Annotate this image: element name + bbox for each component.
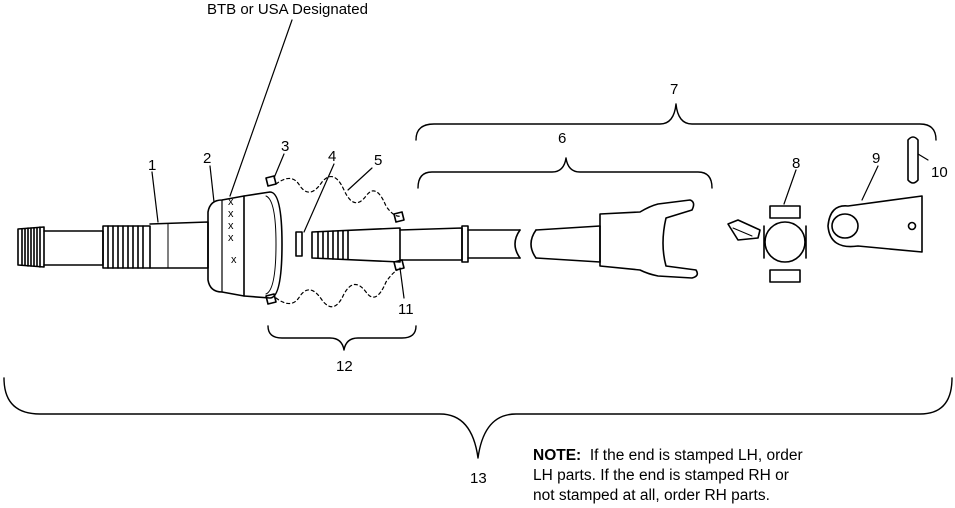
stamp-mark: x bbox=[228, 232, 234, 244]
stamp-mark: x bbox=[228, 220, 234, 232]
part-11-clamp bbox=[393, 211, 405, 271]
callout-11: 11 bbox=[398, 301, 414, 318]
part-6-yoke bbox=[599, 199, 699, 279]
stamp-mark: x bbox=[228, 196, 234, 208]
callout-8: 8 bbox=[792, 155, 800, 172]
part-9-yoke bbox=[827, 195, 923, 253]
callout-1: 1 bbox=[148, 157, 156, 174]
callout-7: 7 bbox=[670, 81, 678, 98]
callout-labels: BTB or USA Designated 1 2 3 4 5 6 7 8 9 … bbox=[148, 1, 948, 487]
stamp-mark: x bbox=[228, 208, 234, 220]
callout-5: 5 bbox=[374, 152, 382, 169]
callout-13: 13 bbox=[470, 470, 487, 487]
note-text-1: If the end is stamped LH, order bbox=[589, 447, 803, 464]
note-line-2: LH parts. If the end is stamped RH or bbox=[533, 467, 789, 484]
part-1-stub-shaft bbox=[17, 221, 209, 269]
leader-lines bbox=[151, 19, 929, 299]
stamp-marks: x x x x x bbox=[228, 196, 237, 266]
note-block: NOTE: If the end is stamped LH, order LH… bbox=[533, 446, 948, 506]
brackets bbox=[3, 103, 953, 459]
note-line-1: NOTE: If the end is stamped LH, order bbox=[533, 446, 948, 466]
part-10-roll-pin bbox=[907, 136, 919, 184]
callout-6: 6 bbox=[558, 130, 566, 147]
note-label: NOTE: bbox=[533, 447, 582, 464]
part-5-boot bbox=[275, 175, 403, 308]
stamp-mark: x bbox=[231, 254, 237, 266]
callout-2: 2 bbox=[203, 150, 211, 167]
part-2-cv-housing: x x x x x bbox=[207, 191, 283, 299]
callout-12: 12 bbox=[336, 358, 353, 375]
callout-4: 4 bbox=[328, 148, 336, 165]
part-4-snap-ring bbox=[295, 231, 303, 257]
inner-splined-shaft bbox=[311, 225, 601, 263]
part-8-u-joint bbox=[727, 205, 807, 283]
designation-label: BTB or USA Designated bbox=[207, 1, 368, 18]
callout-3: 3 bbox=[281, 138, 289, 155]
callout-9: 9 bbox=[872, 150, 880, 167]
callout-10: 10 bbox=[931, 164, 948, 181]
note-line-3: not stamped at all, order RH parts. bbox=[533, 487, 770, 504]
